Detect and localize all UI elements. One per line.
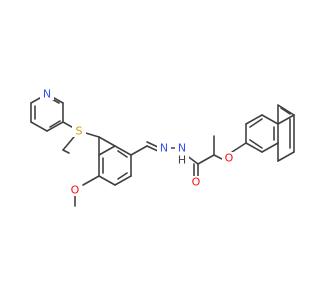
carbonyl-oxygen-label: O <box>192 176 201 189</box>
bond <box>117 150 128 158</box>
hydrazone-nitrogen-1-label: N <box>160 142 168 155</box>
methoxy-oxygen-label: O <box>71 184 80 197</box>
bond <box>46 121 64 132</box>
bond <box>197 154 215 165</box>
bond <box>245 142 263 153</box>
bond <box>130 145 148 156</box>
thioether-sulfur-label: S <box>76 125 83 138</box>
bond <box>231 142 247 153</box>
bond <box>280 107 291 115</box>
bond <box>277 104 295 116</box>
bond <box>82 175 100 186</box>
bond <box>261 114 279 125</box>
bond <box>114 175 132 186</box>
ether-oxygen-label: O <box>225 152 234 165</box>
bond <box>62 149 70 154</box>
bond <box>249 118 263 128</box>
hydrazone-nitrogen-2-label: N <box>178 142 186 155</box>
bond <box>98 136 116 147</box>
bond <box>277 151 295 162</box>
bond <box>114 145 132 156</box>
bond <box>245 114 263 125</box>
bond <box>98 175 116 186</box>
pyridine-nitrogen-label: N <box>43 88 51 101</box>
bond <box>98 145 116 156</box>
bond <box>49 120 61 128</box>
bond <box>277 114 295 125</box>
amide-hydrogen-label: H <box>178 154 186 167</box>
molecule-structure: N S O N N H O O <box>30 88 295 207</box>
bond <box>30 121 48 132</box>
bond <box>261 142 279 153</box>
bond <box>249 139 263 149</box>
atom-labels: N S O N N H O O <box>40 88 236 197</box>
bond <box>117 172 128 180</box>
